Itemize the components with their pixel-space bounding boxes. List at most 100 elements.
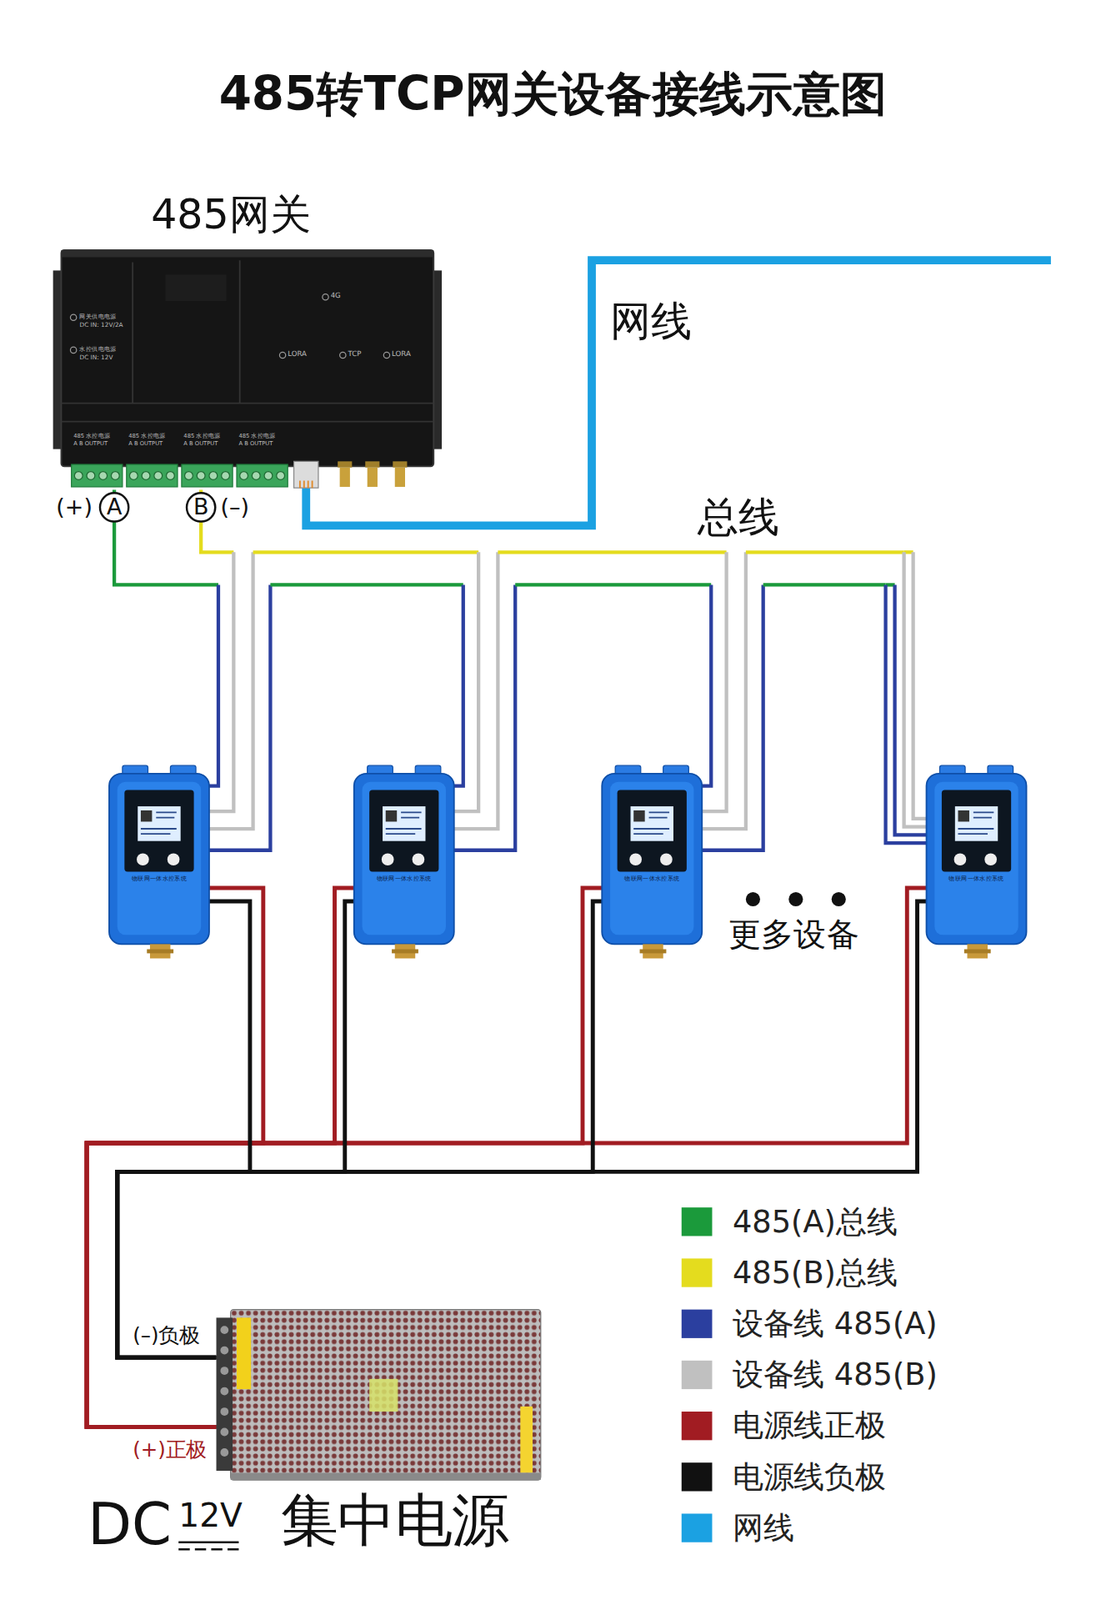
qr-code <box>957 810 969 821</box>
rs485-wire <box>454 584 711 850</box>
device-b-wire <box>913 551 927 819</box>
terminal-block <box>126 464 178 487</box>
node-text: 12V <box>178 1496 243 1535</box>
device-face <box>610 781 694 936</box>
terminal-screw <box>196 471 206 481</box>
legend-text: 设备线 485(B) <box>732 1356 938 1392</box>
power-wire <box>117 900 251 1357</box>
caution-sticker <box>236 1316 251 1389</box>
wire-segment <box>117 900 602 1357</box>
wire-segment <box>454 551 499 829</box>
terminal-screw <box>74 471 83 481</box>
legend-entry: 设备线 485(B) <box>681 1360 988 1389</box>
ellipsis-dot <box>788 891 803 906</box>
wire-segment <box>454 584 516 850</box>
annotation-label: (+) <box>55 493 93 520</box>
legend-text: 设备线 485(A) <box>732 1306 938 1342</box>
node-text: LORA <box>391 350 411 359</box>
node-text: 485 水控电源 <box>73 432 111 440</box>
water-control-device: 物联网一体水控系统 <box>354 765 455 944</box>
device-outline <box>926 765 1027 944</box>
dc-symbol <box>178 1540 239 1542</box>
wire-segment <box>209 551 254 829</box>
legend-swatch <box>681 1461 713 1491</box>
lcd-screen <box>955 805 998 841</box>
panel-seam <box>60 260 434 421</box>
qr-code <box>140 810 152 821</box>
terminal-screw <box>166 471 176 481</box>
wire-segment <box>515 582 711 586</box>
wire-segment <box>885 584 927 843</box>
indicator-icon <box>70 314 76 321</box>
psu-screw <box>220 1406 229 1416</box>
node-heading: 物联网一体水控系统 <box>601 875 702 882</box>
terminal-block <box>181 464 233 487</box>
psu-screw <box>220 1346 229 1355</box>
wire-segment <box>701 584 763 850</box>
legend-swatch <box>681 1360 713 1389</box>
control-panel <box>124 790 194 872</box>
device-button <box>412 852 426 866</box>
terminal-screw <box>141 471 151 481</box>
housing-edge <box>60 250 434 258</box>
terminal-screw <box>154 471 163 481</box>
legend-entry: 485(A)总线 <box>681 1206 988 1236</box>
terminal-screw <box>264 471 273 481</box>
node-text: DC IN: 12V <box>79 354 113 361</box>
dc-symbol <box>178 1547 239 1550</box>
wire-segment <box>904 551 927 826</box>
rs485-wire <box>200 490 234 812</box>
node-text: A B OUTPUT <box>238 440 273 447</box>
wire-segment <box>454 584 464 786</box>
legend-swatch <box>681 1512 713 1542</box>
wire-segment <box>117 900 251 1357</box>
legend-text: 电源线负极 <box>732 1459 886 1495</box>
psu-screw <box>220 1325 229 1334</box>
antenna-nut <box>337 460 352 467</box>
brass-ring <box>640 948 667 953</box>
node-text: 网关供电电源 <box>79 313 116 321</box>
brass-ring <box>391 948 419 953</box>
terminal-block <box>236 464 288 487</box>
wire-segment <box>209 584 219 786</box>
terminal-screw <box>221 471 231 481</box>
rj45-wires <box>300 480 313 489</box>
node-heading: 物联网一体水控系统 <box>926 875 1027 882</box>
terminal-screw <box>209 471 218 481</box>
node-text: 485 水控电源 <box>238 432 276 440</box>
terminal-screw <box>110 471 120 481</box>
wire-segment <box>253 550 480 554</box>
psu-base <box>230 1471 541 1480</box>
power-wire <box>117 900 602 1357</box>
node-text: 485 水控电源 <box>128 432 166 440</box>
rs485-wire <box>701 551 926 829</box>
control-panel <box>369 790 439 872</box>
wire-segment <box>763 582 886 586</box>
legend-text: 网线 <box>732 1510 794 1546</box>
device-button <box>381 852 395 866</box>
psu-screw <box>220 1447 229 1457</box>
device-face <box>934 781 1018 936</box>
node-text: 4G <box>330 291 341 301</box>
wire-segment <box>497 550 726 554</box>
node-text: 485 水控电源 <box>183 432 221 440</box>
node-text: DC IN: 12V/2A <box>79 321 123 329</box>
rs485-wire <box>209 584 464 850</box>
lcd-screen <box>137 805 181 841</box>
legend-entry: 网线 <box>681 1512 988 1542</box>
psu-screw <box>220 1427 229 1437</box>
wire-segment <box>701 584 711 786</box>
psu-screw <box>220 1366 229 1375</box>
power-wire <box>117 900 927 1357</box>
node-heading: 物联网一体水控系统 <box>354 875 455 882</box>
legend-entry: 485(B)总线 <box>681 1257 988 1287</box>
device-button <box>629 852 642 866</box>
node-text: TCP <box>347 350 361 359</box>
legend-text: 485(A)总线 <box>732 1204 897 1240</box>
node-heading: 485网关 <box>150 190 311 238</box>
terminal-screw <box>251 471 261 481</box>
brass-ring <box>964 948 991 953</box>
psu-terminal-strip <box>216 1316 234 1471</box>
